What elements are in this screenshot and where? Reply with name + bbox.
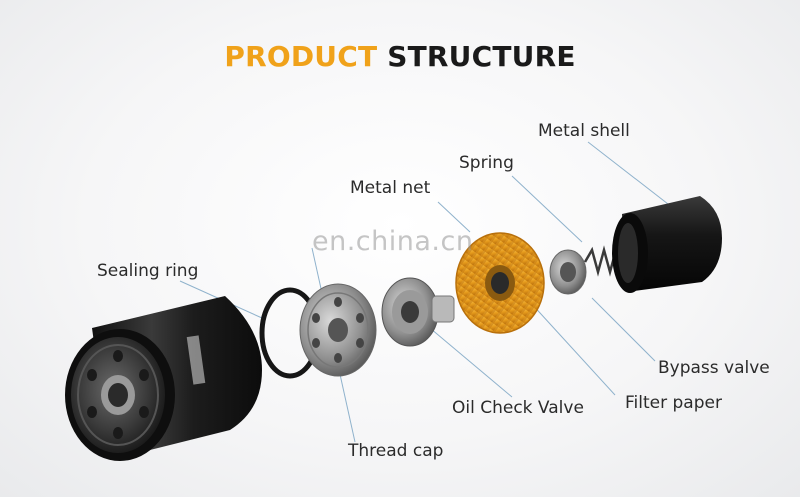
label-sealing-ring: Sealing ring: [97, 261, 198, 281]
leader-spring: [512, 176, 582, 242]
bypass-valve-part: [550, 250, 586, 294]
label-oil-check-valve: Oil Check Valve: [452, 398, 584, 418]
thread-cap-part: [300, 284, 376, 376]
label-bypass-valve: Bypass valve: [658, 358, 770, 378]
leader-filter-paper: [530, 302, 615, 395]
label-metal-net: Metal net: [350, 178, 430, 198]
label-filter-paper: Filter paper: [625, 393, 722, 413]
label-thread-cap: Thread cap: [348, 441, 443, 461]
leader-bypass-valve: [592, 298, 655, 361]
label-metal-shell: Metal shell: [538, 121, 630, 141]
watermark-text: en.china.cn: [312, 226, 473, 257]
oil-check-valve-part: [382, 278, 454, 346]
filter-body: [65, 296, 262, 461]
leader-metal-shell: [588, 142, 668, 204]
metal-shell-part: [612, 196, 722, 293]
label-spring: Spring: [459, 153, 514, 173]
